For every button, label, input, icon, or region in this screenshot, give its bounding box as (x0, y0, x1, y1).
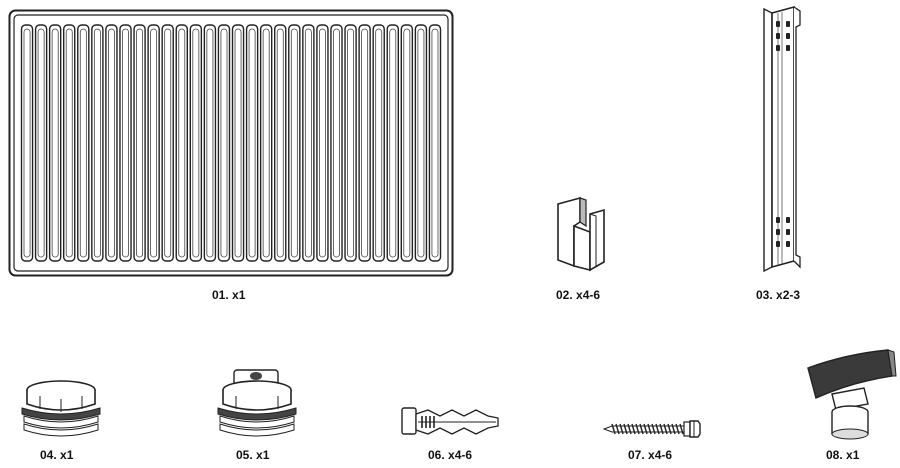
radiator-rib-inner (122, 28, 129, 258)
radiator-rib-inner (23, 28, 31, 258)
radiator-rib-inner (262, 28, 270, 258)
screw-thread-line (671, 423, 676, 435)
radiator-rib (316, 24, 329, 262)
radiator-rib-inner (192, 28, 200, 258)
radiator-rib (231, 24, 245, 262)
radiator-rib-inner (178, 28, 186, 258)
radiator-rib-inner (276, 28, 284, 258)
part-label-04: 04. x1 (40, 448, 74, 462)
radiator-rib-inner (93, 28, 101, 258)
radiator-rib-inner (318, 28, 326, 258)
radiator-rib (147, 24, 160, 262)
part-label-08: 08. x1 (826, 448, 860, 462)
radiator-rib-inner (65, 28, 73, 258)
radiator-rib-inner (164, 28, 172, 258)
radiator-rib (344, 24, 357, 262)
air-vent-plug (214, 368, 300, 444)
screw-thread-line (667, 423, 672, 435)
part-label-05: 05. x1 (236, 448, 270, 462)
radiator-rib-inner (347, 28, 354, 258)
screw-thread-line (627, 423, 632, 435)
radiator-rib-inner (403, 28, 411, 258)
radiator-rib (119, 24, 132, 262)
radiator-rib (400, 24, 414, 262)
radiator-rib (175, 24, 189, 262)
radiator-rib (245, 24, 259, 262)
radiator-rib-inner (417, 28, 425, 258)
screw-thread-line (615, 423, 620, 435)
radiator-rib-inner (389, 28, 397, 258)
screw-thread-line (635, 423, 640, 435)
radiator-rib (358, 24, 371, 262)
radiator-rib (386, 24, 400, 262)
radiator-rib (161, 24, 174, 262)
screw-thread-line (611, 423, 616, 435)
radiator-rib-inner (375, 28, 383, 258)
screw-thread-line (663, 423, 668, 435)
wood-screw (600, 418, 704, 440)
wall-bracket (750, 5, 808, 277)
radiator-rib-inner (304, 28, 312, 258)
part-label-03: 03. x2-3 (756, 288, 801, 302)
radiator-rib-inner (431, 28, 439, 258)
radiator-rib (105, 24, 118, 262)
radiator-rib (259, 24, 273, 262)
radiator-rib-inner (206, 28, 214, 258)
radiator-rib-inner (234, 28, 242, 258)
radiator-rib-inner (150, 28, 158, 258)
radiator-rib (428, 24, 442, 262)
radiator-rib (372, 24, 385, 262)
radiator-rib (63, 24, 76, 262)
radiator-rib (34, 24, 48, 262)
radiator-rib-inner (136, 28, 144, 258)
mounting-clip (550, 196, 610, 274)
part-label-02: 02. x4-6 (556, 288, 601, 302)
screw-thread-line (623, 423, 628, 435)
screw-thread-line (647, 423, 652, 435)
radiator-rib-inner (51, 28, 59, 258)
screw-thread-line (659, 423, 664, 435)
radiator-rib-inner (108, 28, 115, 258)
radiator-rib-inner (248, 28, 256, 258)
screw-thread-line (619, 423, 624, 435)
screw-thread-line (675, 423, 680, 435)
screw-thread-line (643, 423, 648, 435)
radiator-rib (189, 24, 203, 262)
wall-plug (398, 404, 502, 440)
radiator-rib-inner (220, 28, 228, 258)
radiator-rib (77, 24, 90, 262)
radiator-rib-inner (333, 28, 340, 258)
radiator-rib (330, 24, 343, 262)
radiator-rib (414, 24, 428, 262)
radiator-rib (48, 24, 62, 262)
radiator-rib-inner (361, 28, 369, 258)
blind-plug (18, 378, 104, 444)
part-label-01: 01. x1 (212, 288, 246, 302)
radiator-rib (20, 24, 34, 262)
screw-thread-line (655, 423, 660, 435)
radiator-panel (8, 9, 454, 277)
radiator-rib-inner (79, 28, 87, 258)
radiator-rib (288, 24, 301, 262)
screw-thread-line (631, 423, 636, 435)
radiator-rib (302, 24, 315, 262)
radiator-rib-inner (37, 28, 45, 258)
radiator-rib (274, 24, 287, 262)
bleed-key (802, 346, 898, 444)
screw-thread-line (679, 423, 684, 435)
radiator-rib (217, 24, 231, 262)
radiator-rib (91, 24, 104, 262)
part-label-06: 06. x4-6 (428, 448, 473, 462)
radiator-rib-inner (290, 28, 298, 258)
screw-thread-line (651, 423, 656, 435)
radiator-rib (133, 24, 146, 262)
part-label-07: 07. x4-6 (628, 448, 673, 462)
screw-thread-line (639, 423, 644, 435)
radiator-rib (203, 24, 217, 262)
